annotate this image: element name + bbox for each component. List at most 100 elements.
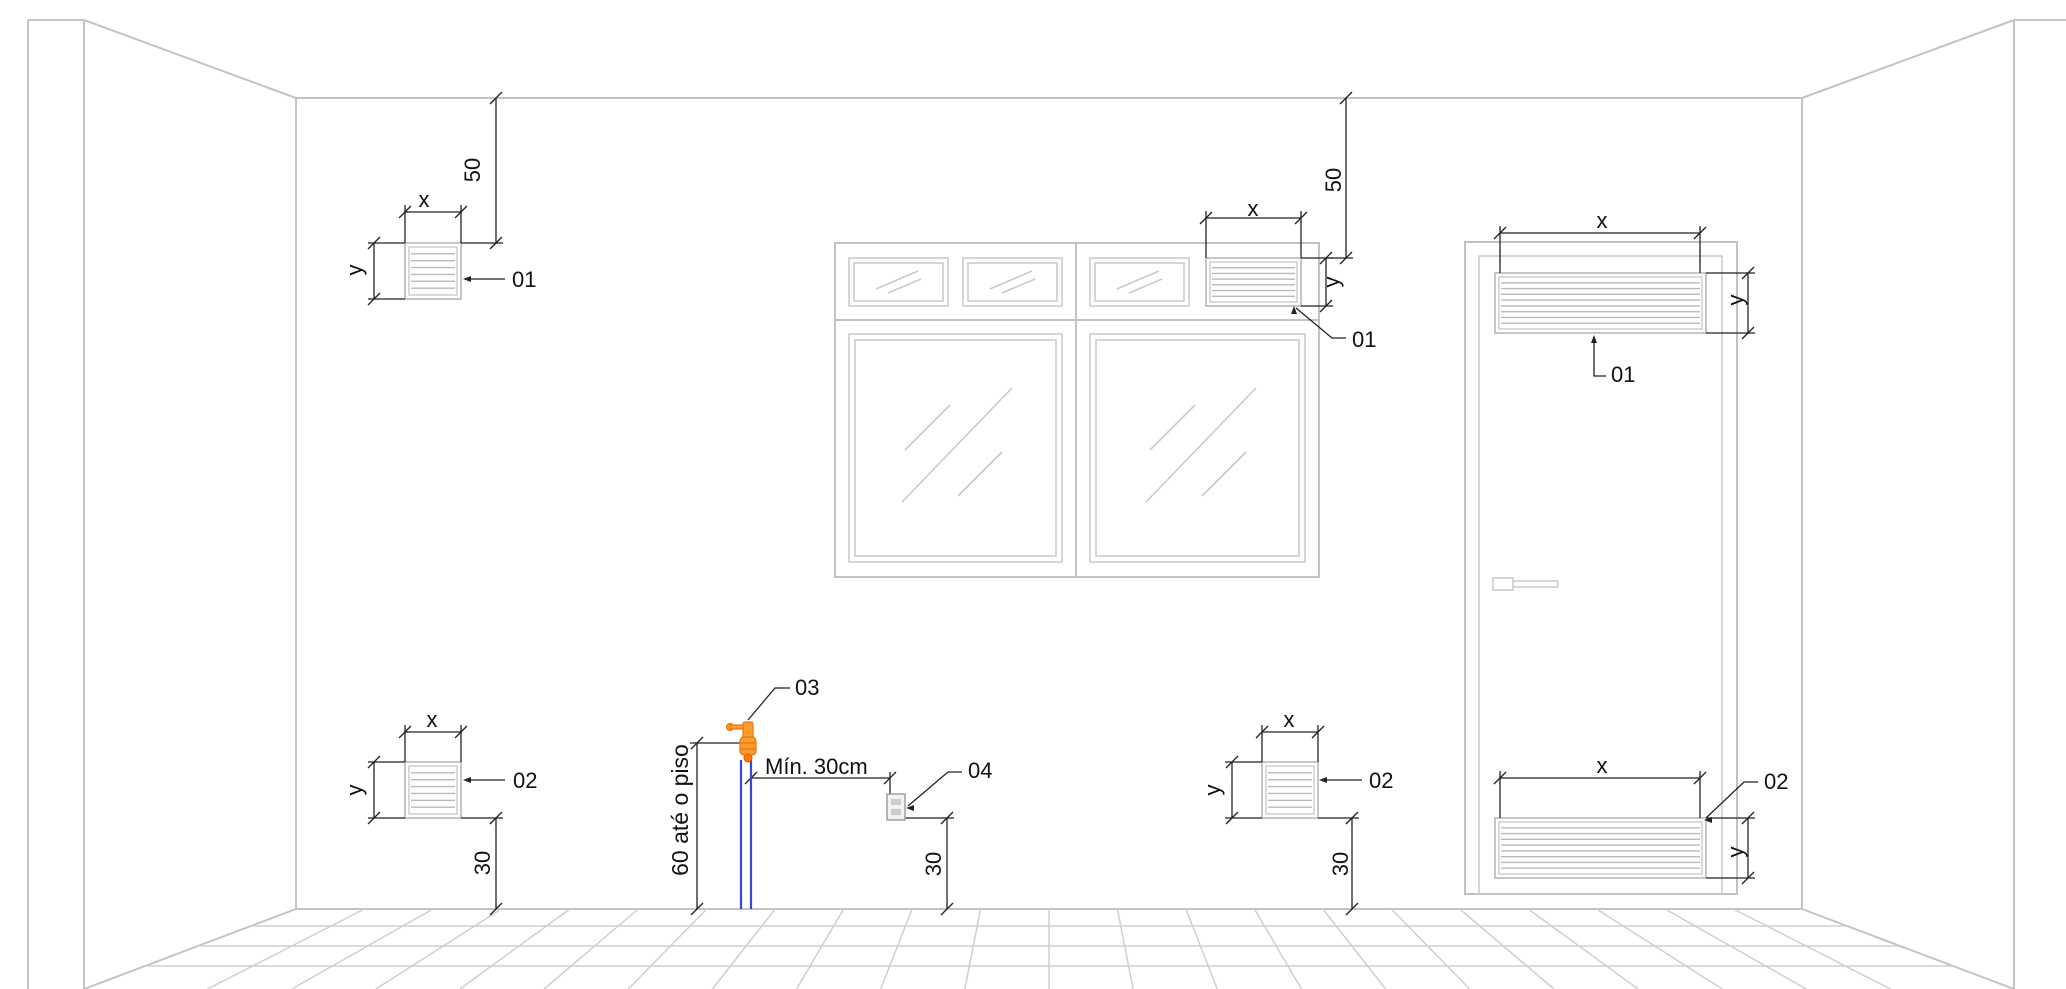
grille-inner-frame [1265,765,1315,815]
label-y-door-bottom: y [1723,847,1748,858]
door-handle-icon [1492,577,1514,591]
label-min-30cm: Mín. 30cm [765,754,868,779]
grilles [404,242,1707,879]
leader-arrow [1704,817,1712,823]
dimension-tick [1339,251,1353,265]
dimension-tick [1345,811,1359,825]
label-x-door-bottom: x [1597,753,1608,778]
floor-grid-line [1185,908,1218,989]
label-50-right: 50 [1321,168,1346,192]
dimension-tick [489,811,503,825]
tag-02-door: 02 [1764,769,1788,794]
dimension-tick [1693,771,1707,785]
floor-grid-line [1664,908,1807,989]
dimension-tick [489,91,503,105]
floor-grid-line [1253,908,1303,989]
floor-grid-line [375,908,502,989]
leader-arrow [1319,777,1327,783]
electrical-outlet-icon [886,793,906,821]
floor-grid-line [964,908,982,989]
dimension-tick [883,771,897,785]
leader-02-door [1705,781,1758,819]
floor-grid-line [543,908,639,989]
label-y-door-top: y [1723,295,1748,306]
label-y-bottom-left: y [342,785,367,796]
labels: x y 50 01 x y 50 01 x y 01 x y 30 02 60 … [342,158,1788,876]
dimension-tick [398,725,412,739]
label-30-right: 30 [1328,852,1353,876]
grille-window [1205,257,1302,307]
tag-03: 03 [795,675,819,700]
dimension-tick [1493,771,1507,785]
floor-grid-line [880,908,913,989]
leader-01-door [1593,343,1606,377]
label-x-door-top: x [1597,208,1608,233]
dimension-tick [1225,811,1239,825]
label-y-top-left: y [342,265,367,276]
leader-arrow [463,777,471,783]
ventilation-grille-icon [1205,257,1302,307]
dimension-lines [367,91,1758,916]
dimension-tick [1345,902,1359,916]
dimension-tick [1294,211,1308,225]
window [834,242,1320,578]
dimension-tick [940,902,954,916]
floor-grid-line [1596,908,1723,989]
ventilation-grille-icon [1261,761,1319,819]
floor-grid-line [459,908,571,989]
dimension-tick [1741,871,1755,885]
tag-04: 04 [968,758,992,783]
dimension-tick [367,811,381,825]
label-x-window: x [1248,196,1259,221]
tag-02-mid: 02 [1369,768,1393,793]
floor-grid-line [1322,908,1387,989]
grille-top-left [404,242,462,300]
floor-grid-line [207,908,365,989]
floor-grid-line [291,908,434,989]
dimension-tick [940,811,954,825]
tag-02-left: 02 [513,768,537,793]
floor-grid-line [1390,908,1471,989]
dimension-tick [454,725,468,739]
tag-01-door: 01 [1611,362,1635,387]
label-50-left: 50 [460,158,485,182]
door [1464,241,1738,895]
gas-valve-icon [725,721,757,763]
dimension-tick [367,755,381,769]
dimension-tick [489,236,503,250]
leader-arrow [463,276,471,282]
grille-inner-frame [408,246,458,296]
tag-01-top-left: 01 [512,267,536,292]
leader-01-window [1295,307,1346,339]
grille-bottom-mid [1261,761,1319,819]
leader-04 [907,771,962,807]
dimension-tick [690,902,704,916]
floor-grid-line [627,908,708,989]
label-x-bottom-mid: x [1284,707,1295,732]
grille-bottom-left [404,761,462,819]
dimension-tick [1493,226,1507,240]
leader-03 [747,687,790,721]
floor-grid-line [1116,908,1134,989]
dimension-tick [489,902,503,916]
ventilation-grille-icon [404,761,462,819]
dimension-tick [1741,266,1755,280]
leader-arrow [906,805,914,811]
grille-inner-frame [1498,276,1703,330]
grille-door-bottom [1494,817,1707,879]
ventilation-grille-icon [1494,272,1707,334]
grille-inner-frame [408,765,458,815]
grille-inner-frame [1209,261,1298,303]
dimension-tick [1311,725,1325,739]
dimension-tick [1199,211,1213,225]
label-x-bottom-left: x [427,707,438,732]
label-30-left: 30 [470,851,495,875]
dimension-tick [1319,299,1333,313]
floor-grid-line [1459,908,1555,989]
label-60-to-floor: 60 até o piso [667,744,693,876]
floor-grid-line [1733,908,1891,989]
floor-grid-line [795,908,845,989]
grille-inner-frame [1498,821,1703,875]
room-walls [27,19,2066,989]
